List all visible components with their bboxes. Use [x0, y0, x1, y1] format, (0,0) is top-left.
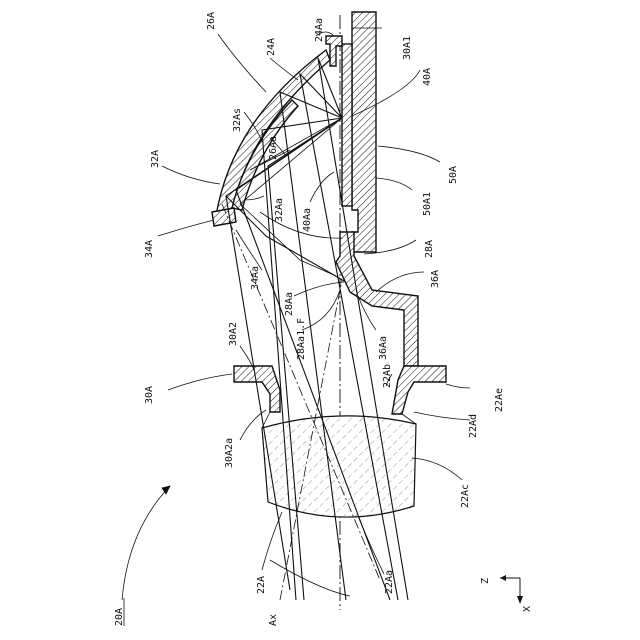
label-30A1: 30A1	[402, 36, 413, 60]
label-22A: 22A	[256, 576, 267, 594]
holder-28A-36A	[336, 232, 418, 366]
label-34A: 34A	[144, 240, 155, 258]
label-40A: 40A	[422, 68, 433, 86]
label-50A: 50A	[448, 166, 459, 184]
substrate-50A	[352, 12, 376, 252]
label-22Ad: 22Ad	[468, 414, 479, 438]
label-34Aa: 34Aa	[250, 266, 261, 290]
label-22Ac: 22Ac	[460, 484, 471, 508]
coordinate-axes	[500, 575, 523, 604]
label-26A: 26A	[206, 12, 217, 30]
support-34A	[212, 208, 236, 226]
flange-30A-right	[392, 366, 446, 414]
label-22Ab: 22Ab	[382, 364, 393, 388]
label-28Aa: 28Aa	[284, 292, 295, 316]
label-32Aa: 32Aa	[274, 198, 285, 222]
figure-label: 20A	[114, 608, 125, 626]
part-labels: 26A 24A 24Aa 30A1 40A 32As 26Aa 32A 32Aa…	[144, 12, 505, 626]
label-32A: 32A	[150, 150, 161, 168]
label-28A: 28A	[424, 240, 435, 258]
axis-label-z: Z	[480, 578, 491, 584]
label-40Aa: 40Aa	[302, 208, 313, 232]
label-26Aa: 26Aa	[268, 136, 279, 160]
axis-label-x: X	[522, 606, 533, 612]
label-22Aa: 22Aa	[384, 570, 395, 594]
label-28Aa1F: 28Aa1.F	[296, 318, 307, 360]
label-32As: 32As	[232, 108, 243, 132]
label-30A2: 30A2	[228, 322, 239, 346]
label-30A2a: 30A2a	[224, 438, 235, 468]
label-36Aa: 36Aa	[378, 336, 389, 360]
label-Ax: Ax	[268, 614, 279, 626]
label-30A: 30A	[144, 386, 155, 404]
label-22Ae: 22Ae	[494, 388, 505, 412]
label-24A: 24A	[266, 38, 277, 56]
figure-label-group: 20A	[114, 598, 125, 626]
label-50A1: 50A1	[422, 192, 433, 216]
label-36A: 36A	[430, 270, 441, 288]
label-24Aa: 24Aa	[314, 18, 325, 42]
projection-lens-22A	[262, 416, 416, 517]
light-source-40A	[342, 44, 352, 206]
